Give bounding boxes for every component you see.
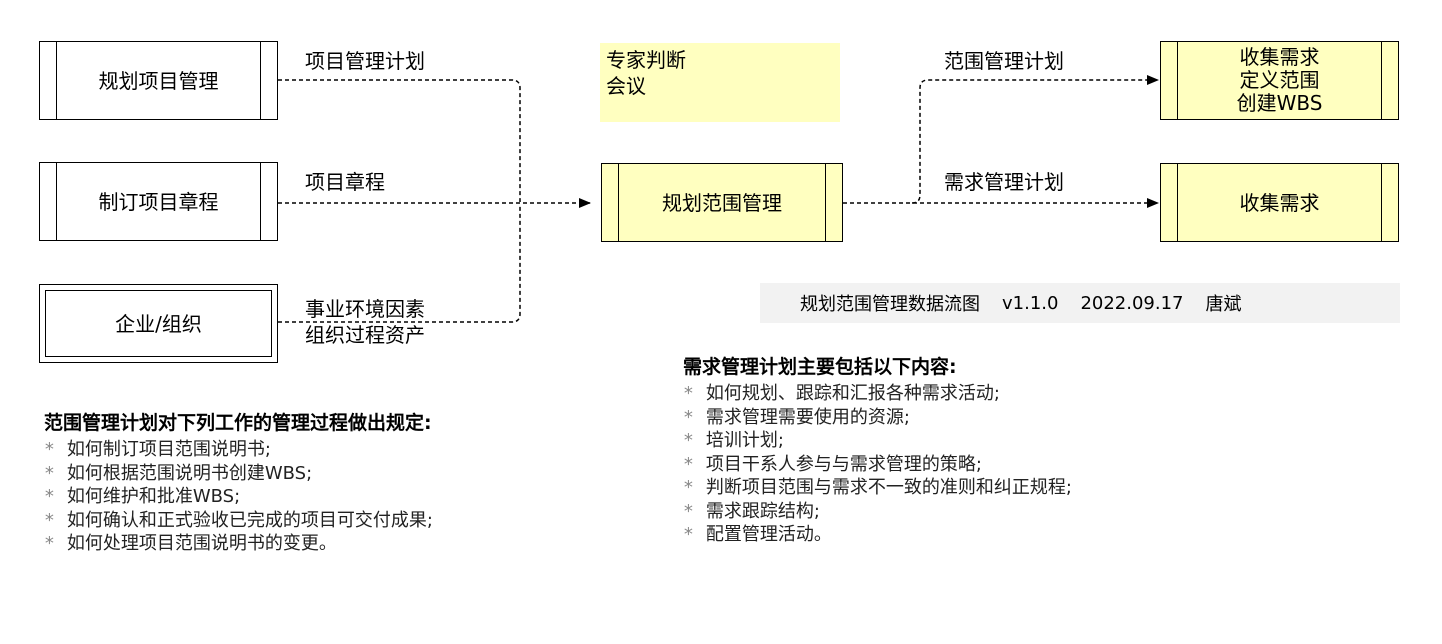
list-item: *项目干系人参与与需求管理的策略; [683,453,982,475]
box-plan-project-mgmt-label: 规划项目管理 [98,68,219,93]
caption-title: 规划范围管理数据流图 [800,294,980,315]
box-output-scope-processes: 收集需求 定义范围 创建WBS [1160,41,1399,120]
caption-date: 2022.09.17 [1080,292,1184,314]
label-scope-mgmt-plan: 范围管理计划 [944,49,1064,73]
list-item: *配置管理活动。 [683,524,832,545]
label-eef: 事业环境因素 [305,297,425,321]
edge-scope-branch [911,75,1159,204]
label-project-mgmt-plan: 项目管理计划 [305,49,425,73]
tools-note-line1: 专家判断 [606,48,686,72]
box-enterprise-org: 企业/组织 [39,284,278,363]
diagram-caption: 规划范围管理数据流图 v1.1.0 2022.09.17 唐斌 [760,283,1400,323]
box-develop-charter: 制订项目章程 [39,162,278,241]
box-plan-scope-mgmt-label: 规划范围管理 [662,190,782,215]
list-item: *如何制订项目范围说明书; [44,439,271,460]
scope-plan-list-title: 范围管理计划对下列工作的管理过程做出规定: [44,412,432,434]
caption-author: 唐斌 [1205,294,1242,315]
edge-project-mgmt-plan [278,79,521,202]
box-collect-requirements-label: 收集需求 [1239,190,1320,215]
scope-plan-list: 范围管理计划对下列工作的管理过程做出规定: *如何制订项目范围说明书; *如何根… [44,410,433,556]
label-req-mgmt-plan: 需求管理计划 [944,170,1064,194]
edge-enterprise [278,204,521,323]
tools-note-line2: 会议 [606,74,646,98]
list-item: *如何根据范围说明书创建WBS; [44,462,313,484]
list-item: *如何确认和正式验收已完成的项目可交付成果; [44,509,433,531]
req-plan-list: 需求管理计划主要包括以下内容: *如何规划、跟踪和汇报各种需求活动; *需求管理… [683,354,1072,547]
label-project-charter: 项目章程 [305,170,385,194]
output-line-define: 定义范围 [1239,68,1320,92]
box-plan-project-mgmt: 规划项目管理 [39,41,278,120]
list-item: *需求管理需要使用的资源; [683,406,910,428]
output-line-collect: 收集需求 [1239,45,1320,69]
box-plan-scope-mgmt: 规划范围管理 [601,163,843,242]
box-collect-requirements: 收集需求 [1160,163,1399,242]
caption-version: v1.1.0 [1002,292,1059,314]
list-item: *判断项目范围与需求不一致的准则和纠正规程; [683,477,1072,498]
box-output-scope-processes-label: 收集需求 定义范围 创建WBS [1237,46,1323,115]
list-item: *如何维护和批准WBS; [44,486,241,507]
tools-note: 专家判断 会议 [600,43,840,122]
label-opa: 组织过程资产 [305,323,425,347]
box-enterprise-org-label: 企业/组织 [115,311,202,336]
output-line-wbs: 创建WBS [1236,91,1323,115]
list-item: *需求跟踪结构; [683,500,820,522]
list-item: *培训计划; [683,430,784,451]
box-develop-charter-label: 制订项目章程 [98,189,219,214]
req-plan-list-title: 需求管理计划主要包括以下内容: [683,356,957,378]
list-item: *如何规划、跟踪和汇报各种需求活动; [683,383,1000,404]
list-item: *如何处理项目范围说明书的变更。 [44,533,337,554]
